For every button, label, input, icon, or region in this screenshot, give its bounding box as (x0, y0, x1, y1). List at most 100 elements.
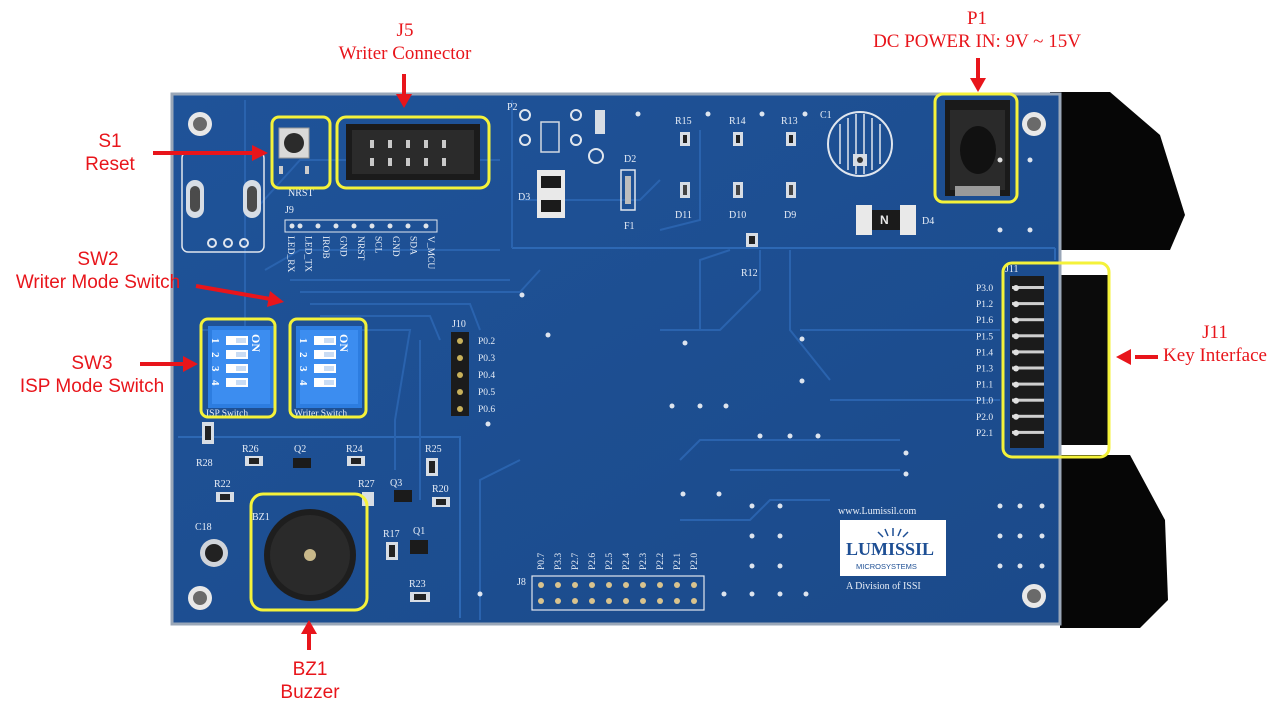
switch-position-number: 3 (209, 366, 221, 372)
j11-pin-labels: P3.0P1.2P1.6P1.5P1.4P1.3P1.1P1.0P2.0P2.1 (976, 284, 993, 439)
svg-text:R25: R25 (425, 444, 442, 455)
j9-pin-label: SCL (373, 236, 383, 254)
j11-pin-solder (1013, 349, 1019, 356)
j8-pin (589, 582, 595, 588)
j8-pin-label: P2.6 (588, 553, 598, 570)
svg-text:P2: P2 (507, 102, 518, 113)
j8-pin (691, 582, 697, 588)
svg-text:MICROSYSTEMS: MICROSYSTEMS (856, 562, 917, 571)
j11-pin (1012, 318, 1044, 322)
j8-pin-label: P2.4 (622, 553, 632, 570)
j11-pin (1012, 286, 1044, 289)
switch-position-number: 4 (209, 380, 221, 386)
j11-pin (1012, 382, 1044, 386)
right-black-connector-bottom (1060, 455, 1168, 628)
mounting-holes (188, 112, 1046, 610)
svg-text:J8: J8 (517, 577, 526, 588)
svg-text:J9: J9 (285, 205, 294, 216)
svg-text:D11: D11 (675, 210, 692, 221)
annotation-s1-desc: Reset (85, 153, 135, 175)
j8-pin (538, 582, 544, 588)
annotation-sw3: SW3 ISP Mode Switch (8, 353, 176, 399)
svg-text:F1: F1 (624, 221, 635, 232)
writer-mode-switch-sw2[interactable] (296, 326, 362, 408)
switch-position-number: 4 (297, 380, 309, 386)
switch-position-number: 2 (209, 352, 221, 358)
annotation-bz1: BZ1 Buzzer (260, 659, 360, 705)
svg-text:D2: D2 (624, 154, 636, 165)
svg-text:R17: R17 (383, 529, 400, 540)
j9-pin-label: SDA (408, 236, 418, 255)
j8-pin (691, 598, 697, 604)
writer-connector-j5[interactable] (346, 124, 480, 180)
annotation-j5: J5 Writer Connector (300, 20, 510, 66)
j11-pin-label: P1.3 (976, 365, 993, 375)
right-black-connector-top (1050, 92, 1185, 250)
j8-pin (640, 598, 646, 604)
j8-pin (589, 598, 595, 604)
dc-power-jack-p1[interactable] (945, 100, 1010, 196)
buzzer-bz1[interactable]: BZ1 (252, 509, 356, 601)
annotation-bz1-desc: Buzzer (280, 681, 340, 703)
j8-pin-label: P2.2 (656, 553, 666, 570)
svg-text:D4: D4 (922, 216, 934, 227)
j11-pin (1012, 366, 1044, 370)
svg-text:R24: R24 (346, 444, 363, 455)
j8-pin-label: P2.5 (605, 553, 615, 570)
annotation-j11-ref: J11 (1202, 322, 1228, 343)
j8-pin-label: P0.7 (537, 553, 547, 570)
j10-pin-label: P0.6 (478, 405, 495, 415)
j8-pin (623, 598, 629, 604)
svg-text:R26: R26 (242, 444, 259, 455)
resistor-led-column: R15 R14 R13 D11 D10 D9 R12 (675, 116, 798, 279)
j8-pin (606, 598, 612, 604)
j11-pin-solder (1013, 381, 1019, 388)
header-j8: J8 (517, 575, 705, 611)
highlight-j11 (1001, 261, 1111, 459)
annotation-sw2: SW2 Writer Mode Switch (2, 249, 194, 295)
switch-on-label: ON (249, 334, 263, 352)
svg-text:Q3: Q3 (390, 478, 402, 489)
j8-pin-label: P2.1 (673, 553, 683, 570)
j10-pin-label: P0.2 (478, 337, 495, 347)
j11-pin-label: P1.0 (976, 397, 993, 407)
website-silk: www.Lumissil.com (838, 506, 916, 517)
switch-on-label: ON (337, 334, 351, 352)
vias (477, 111, 1045, 597)
svg-text:C1: C1 (820, 110, 832, 121)
j11-pin-solder (1013, 429, 1019, 436)
callout-arrows (140, 58, 1158, 650)
j11-pin-label: P1.6 (976, 316, 993, 326)
svg-text:R27: R27 (358, 479, 375, 490)
j10-pin-labels: P0.2P0.3P0.4P0.5P0.6 (478, 337, 495, 415)
reset-button-s1[interactable]: NRST (278, 127, 314, 199)
key-interface-j11[interactable]: J11 (1005, 264, 1044, 448)
division-silk: A Division of ISSI (846, 581, 921, 592)
isp-mode-switch-sw3[interactable] (208, 326, 274, 408)
j8-pin-label: P2.3 (639, 553, 649, 570)
j11-pin (1012, 350, 1044, 354)
j8-pin (555, 582, 561, 588)
j9-pin-label: GND (338, 236, 348, 257)
svg-text:R22: R22 (214, 479, 231, 490)
svg-text:R12: R12 (741, 268, 758, 279)
switch-footer-label: Writer Switch (294, 409, 347, 419)
diode-d4: N D4 (856, 205, 934, 235)
pcb-traces (200, 100, 1000, 620)
j9-pin-label: LED_TX (303, 236, 313, 272)
svg-text:R13: R13 (781, 116, 798, 127)
switch-footer-label: ISP Switch (206, 409, 248, 419)
svg-text:R20: R20 (432, 484, 449, 495)
j8-pin-label: P2.0 (690, 553, 700, 570)
capacitor-c1: C1 (820, 110, 893, 177)
j8-pin (640, 582, 646, 588)
j8-pin (623, 582, 629, 588)
j8-pin (657, 582, 663, 588)
j8-pin (674, 598, 680, 604)
annotation-bz1-ref: BZ1 (292, 659, 328, 680)
j11-pin-label: P1.2 (976, 300, 993, 310)
svg-text:R14: R14 (729, 116, 746, 127)
svg-text:BZ1: BZ1 (252, 512, 270, 523)
switch-position-number: 1 (297, 338, 309, 344)
highlight-s1 (270, 115, 332, 190)
